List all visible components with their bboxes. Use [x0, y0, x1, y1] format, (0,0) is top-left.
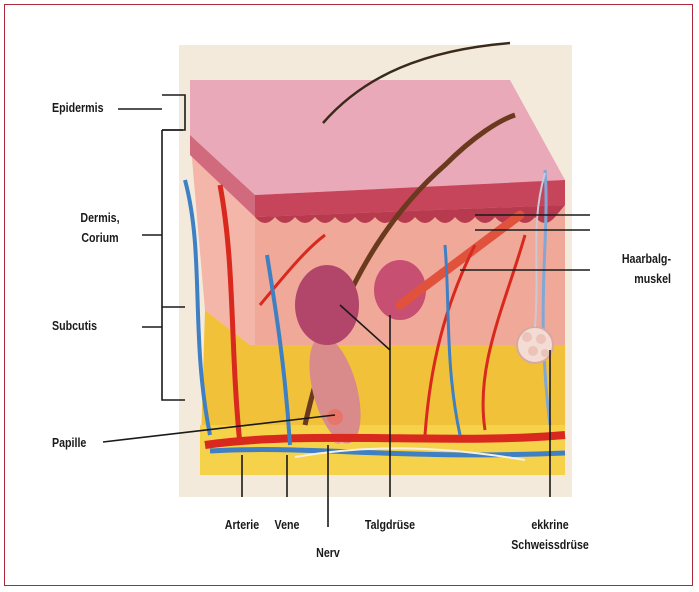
skin-cross-section-diagram	[5, 5, 694, 587]
label-dermis-line2: Corium	[67, 230, 133, 246]
sweat-gland	[517, 327, 553, 363]
label-talgdruese: Talgdrüse	[357, 517, 423, 533]
label-ekkrine-line1: ekkrine	[513, 517, 587, 533]
label-vene: Vene	[254, 517, 320, 533]
epidermis-top	[190, 80, 565, 195]
sebaceous-gland-left	[295, 265, 359, 345]
label-dermis-line1: Dermis,	[67, 210, 133, 226]
label-ekkrine-line2: Schweissdrüse	[505, 537, 595, 553]
figure-frame: Epidermis Dermis, Corium Subcutis Papill…	[4, 4, 693, 586]
papilla	[327, 409, 343, 425]
label-haarbalg-line1: Haarbalg-	[609, 251, 671, 267]
label-haarbalg-line2: muskel	[609, 271, 671, 287]
label-epidermis: Epidermis	[52, 100, 104, 116]
label-nerv: Nerv	[295, 545, 361, 561]
label-subcutis: Subcutis	[52, 318, 97, 334]
label-papille: Papille	[52, 435, 86, 451]
